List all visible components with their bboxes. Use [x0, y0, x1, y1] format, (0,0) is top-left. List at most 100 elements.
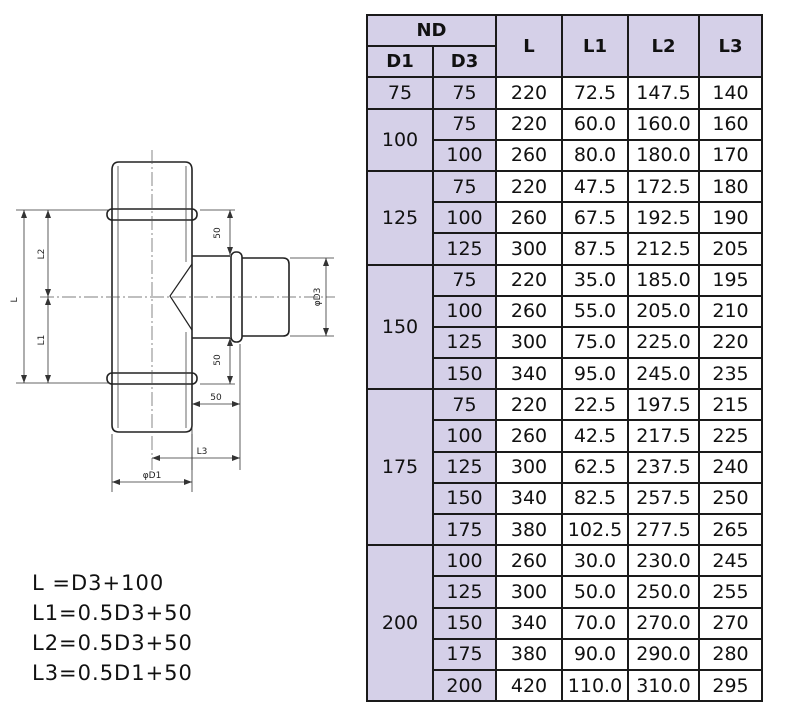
- header-l1: L1: [561, 13, 629, 79]
- header-d3: D3: [432, 45, 497, 79]
- cell-l1: 60.0: [561, 107, 629, 141]
- cell-l3: 250: [698, 481, 763, 516]
- cell-l3: 170: [698, 138, 763, 172]
- cell-l3: 220: [698, 325, 763, 360]
- cell-d3: 100: [432, 294, 497, 328]
- cell-l3: 160: [698, 107, 763, 141]
- cell-l1: 62.5: [561, 450, 629, 484]
- cell-l3: 235: [698, 357, 763, 391]
- cell-l2: 217.5: [627, 419, 700, 453]
- formula-L: L =D3+100: [32, 571, 165, 595]
- cell-l: 300: [495, 325, 563, 360]
- cell-l2: 197.5: [627, 388, 700, 422]
- cell-l: 420: [495, 668, 563, 703]
- cell-l1: 110.0: [561, 668, 629, 703]
- cell-l2: 270.0: [627, 606, 700, 640]
- cell-l1: 95.0: [561, 357, 629, 391]
- cell-l2: 250.0: [627, 575, 700, 609]
- cell-l: 220: [495, 169, 563, 204]
- cell-l2: 290.0: [627, 637, 700, 671]
- cell-d3: 100: [432, 138, 497, 172]
- dim-label-L1: L1: [37, 335, 47, 346]
- dim-label-L: L: [10, 297, 20, 302]
- cell-l: 220: [495, 263, 563, 297]
- cell-l1: 72.5: [561, 76, 629, 110]
- cell-l: 260: [495, 294, 563, 328]
- formula-L2: L2=0.5D3+50: [32, 631, 193, 655]
- cell-l2: 147.5: [627, 76, 700, 110]
- cell-l3: 240: [698, 450, 763, 484]
- cell-l1: 35.0: [561, 263, 629, 297]
- cell-d3: 100: [432, 419, 497, 453]
- cell-l3: 280: [698, 637, 763, 671]
- cell-l2: 160.0: [627, 107, 700, 141]
- cell-l1: 30.0: [561, 544, 629, 578]
- cell-l2: 277.5: [627, 512, 700, 547]
- cell-d3: 175: [432, 637, 497, 671]
- cell-d3: 100: [432, 201, 497, 235]
- cell-l: 220: [495, 76, 563, 110]
- cell-l3: 210: [698, 294, 763, 328]
- tee-fitting-drawing: L L2 L1 50 50 φD3 50 L3 φD1: [10, 150, 335, 492]
- cell-l1: 47.5: [561, 169, 629, 204]
- cell-d3: 75: [432, 107, 497, 141]
- cell-l: 340: [495, 606, 563, 640]
- formula-L1: L1=0.5D3+50: [32, 601, 193, 625]
- cell-l1: 50.0: [561, 575, 629, 609]
- cell-d3: 125: [432, 450, 497, 484]
- cell-l3: 255: [698, 575, 763, 609]
- cell-l1: 102.5: [561, 512, 629, 547]
- cell-l2: 205.0: [627, 294, 700, 328]
- cell-l: 260: [495, 138, 563, 172]
- cell-l3: 215: [698, 388, 763, 422]
- cell-l: 340: [495, 357, 563, 391]
- cell-l1: 90.0: [561, 637, 629, 671]
- dim-label-L2: L2: [37, 249, 47, 260]
- cell-l2: 225.0: [627, 325, 700, 360]
- cell-l1: 82.5: [561, 481, 629, 516]
- cell-l3: 140: [698, 76, 763, 110]
- cell-l1: 87.5: [561, 232, 629, 266]
- cell-l1: 67.5: [561, 201, 629, 235]
- cell-l3: 180: [698, 169, 763, 204]
- header-d1: D1: [366, 45, 434, 79]
- cell-d3: 125: [432, 575, 497, 609]
- dim-label-50-top: 50: [213, 227, 223, 239]
- cell-l2: 310.0: [627, 668, 700, 703]
- cell-d3: 200: [432, 668, 497, 703]
- cell-d1: 150: [366, 263, 434, 391]
- cell-l3: 270: [698, 606, 763, 640]
- cell-l: 300: [495, 575, 563, 609]
- dim-label-D1: φD1: [143, 471, 162, 481]
- header-l: L: [495, 13, 563, 79]
- cell-l2: 180.0: [627, 138, 700, 172]
- cell-l: 340: [495, 481, 563, 516]
- cell-l1: 55.0: [561, 294, 629, 328]
- cell-l3: 205: [698, 232, 763, 266]
- cell-d3: 75: [432, 76, 497, 110]
- cell-l: 260: [495, 419, 563, 453]
- header-l3: L3: [698, 13, 763, 79]
- cell-d1: 200: [366, 544, 434, 703]
- formula-list: L =D3+100 L1=0.5D3+50 L2=0.5D3+50 L3=0.5…: [32, 568, 193, 688]
- cell-l2: 185.0: [627, 263, 700, 297]
- cell-l1: 22.5: [561, 388, 629, 422]
- cell-l: 220: [495, 388, 563, 422]
- cell-d3: 150: [432, 481, 497, 516]
- cell-d3: 150: [432, 606, 497, 640]
- dim-label-D3: φD3: [313, 288, 323, 307]
